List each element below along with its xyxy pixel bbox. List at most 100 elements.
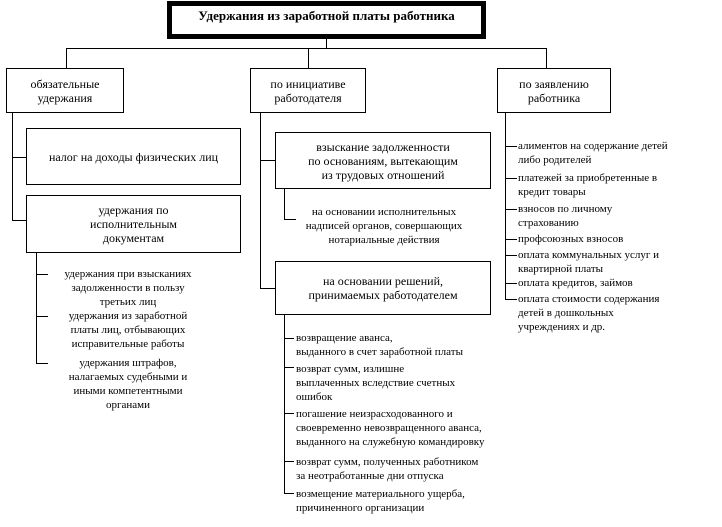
decision-item-1: возвращение аванса, выданного в счет зар… bbox=[296, 331, 463, 359]
employee-item-3-line2: страхованию bbox=[518, 217, 579, 229]
exec-item-2-line1: удержания из заработной bbox=[68, 310, 188, 322]
exec-item-3: удержания штрафов, налагаемых судебными … bbox=[48, 356, 208, 412]
category-employee-line2: работника bbox=[527, 90, 581, 105]
category-employee: по заявлению работника bbox=[497, 68, 611, 113]
exec-item-2-tick bbox=[36, 316, 48, 317]
employee-item-3-tick bbox=[505, 209, 517, 210]
employer-labor-connector bbox=[260, 160, 275, 161]
decision-item-5-tick bbox=[284, 493, 294, 494]
exec-item-3-line3: иными компетентными bbox=[73, 385, 183, 397]
decision-item-1-line1: возвращение аванса, bbox=[296, 332, 393, 344]
exec-docs-spine bbox=[36, 253, 37, 363]
notary-line1: на основании исполнительных bbox=[311, 206, 457, 218]
employee-item-2-line1: платежей за приобретенные в bbox=[518, 172, 658, 184]
decision-item-3-line3: выданного на служебную командировку bbox=[296, 436, 485, 448]
exec-item-2: удержания из заработной платы лиц, отбыв… bbox=[48, 309, 208, 351]
employee-item-2: платежей за приобретенные в кредит товар… bbox=[518, 171, 657, 199]
title-connector bbox=[326, 39, 327, 48]
decision-item-1-tick bbox=[284, 338, 294, 339]
labor-debt-box: взыскание задолженности по основаниям, в… bbox=[275, 132, 491, 189]
category-employee-line1: по заявлению bbox=[519, 76, 589, 91]
employee-item-7: оплата стоимости содержания детей в дошк… bbox=[518, 292, 659, 334]
employer-decisions-connector bbox=[260, 288, 275, 289]
decision-item-2-line3: ошибок bbox=[296, 391, 333, 403]
decision-item-1-line2: выданного в счет заработной платы bbox=[296, 346, 463, 358]
decision-item-5-line2: причиненного организации bbox=[296, 502, 425, 514]
connector-employer bbox=[308, 48, 309, 68]
decision-item-4-tick bbox=[284, 461, 294, 462]
labor-debt-spine bbox=[284, 189, 285, 219]
decision-item-5: возмещение материального ущерба, причине… bbox=[296, 487, 465, 515]
category-employer: по инициативе работодателя bbox=[250, 68, 366, 113]
top-bus-line bbox=[66, 48, 546, 49]
exec-docs-line1: удержания по bbox=[98, 203, 169, 217]
category-employer-line2: работодателя bbox=[274, 90, 342, 105]
exec-item-3-line2: налагаемых судебными и bbox=[68, 371, 188, 383]
notary-line2: надписей органов, совершающих bbox=[305, 220, 463, 232]
employee-item-4: профсоюзных взносов bbox=[518, 232, 623, 246]
employee-item-7-line2: детей в дошкольных bbox=[518, 307, 614, 319]
employee-item-4-line1: профсоюзных взносов bbox=[518, 233, 624, 245]
connector-mandatory bbox=[66, 48, 67, 68]
decision-item-2-tick bbox=[284, 367, 294, 368]
exec-item-3-tick bbox=[36, 363, 48, 364]
employee-item-6-line1: оплата кредитов, займов bbox=[518, 277, 633, 289]
employee-item-3: взносов по личному страхованию bbox=[518, 202, 612, 230]
decision-item-4-line2: за неотработанные дни отпуска bbox=[296, 470, 444, 482]
employee-item-5-line2: квартирной платы bbox=[518, 263, 604, 275]
employee-item-7-line3: учреждениях и др. bbox=[518, 321, 606, 333]
employee-item-5-tick bbox=[505, 255, 517, 256]
employee-item-1-line1: алиментов на содержание детей bbox=[518, 140, 668, 152]
employee-item-2-line2: кредит товары bbox=[518, 186, 586, 198]
exec-item-3-line1: удержания штрафов, bbox=[79, 357, 177, 369]
decision-item-4-line1: возврат сумм, полученных работником bbox=[296, 456, 479, 468]
exec-item-3-line4: органами bbox=[105, 399, 150, 411]
exec-docs-box: удержания по исполнительным документам bbox=[26, 195, 241, 253]
mandatory-tax-connector bbox=[12, 157, 26, 158]
employee-item-6-tick bbox=[505, 283, 517, 284]
employee-item-1-line2: либо родителей bbox=[518, 154, 592, 166]
decisions-line1: на основании решений, bbox=[322, 274, 444, 288]
mandatory-exec-connector bbox=[12, 220, 26, 221]
employee-item-6: оплата кредитов, займов bbox=[518, 276, 633, 290]
employee-item-1-tick bbox=[505, 146, 517, 147]
category-mandatory: обязательные удержания bbox=[6, 68, 124, 113]
exec-docs-line2: исполнительным bbox=[90, 217, 177, 231]
exec-item-1-tick bbox=[36, 274, 48, 275]
tax-box: налог на доходы физических лиц bbox=[26, 128, 241, 185]
employee-spine bbox=[505, 113, 506, 299]
notary-item: на основании исполнительных надписей орг… bbox=[294, 205, 474, 247]
employee-item-2-tick bbox=[505, 178, 517, 179]
employee-item-7-line1: оплата стоимости содержания bbox=[518, 293, 660, 305]
labor-debt-line1: взыскание задолженности bbox=[316, 139, 450, 154]
exec-item-1-line1: удержания при взысканиях bbox=[64, 268, 192, 280]
decision-item-2: возврат сумм, излишне выплаченных вследс… bbox=[296, 362, 455, 404]
exec-item-1: удержания при взысканиях задолженности в… bbox=[48, 267, 208, 309]
employer-spine bbox=[260, 113, 261, 288]
decisions-line2: принимаемых работодателем bbox=[308, 288, 458, 302]
tax-label: налог на доходы физических лиц bbox=[48, 149, 219, 164]
employee-item-5-line1: оплата коммунальных услуг и bbox=[518, 249, 659, 261]
exec-docs-line3: документам bbox=[102, 231, 165, 245]
category-mandatory-line2: удержания bbox=[37, 90, 93, 105]
category-employer-line1: по инициативе bbox=[270, 76, 346, 91]
decision-item-5-line1: возмещение материального ущерба, bbox=[296, 488, 465, 500]
decisions-spine bbox=[284, 315, 285, 493]
employee-item-3-line1: взносов по личному bbox=[518, 203, 613, 215]
labor-debt-line2: по основаниям, вытекающим bbox=[308, 153, 458, 168]
employee-item-7-tick bbox=[505, 299, 517, 300]
mandatory-spine bbox=[12, 113, 13, 220]
employee-item-4-tick bbox=[505, 239, 517, 240]
decision-item-3-tick bbox=[284, 413, 294, 414]
connector-employee bbox=[546, 48, 547, 68]
diagram-title: Удержания из заработной платы работника bbox=[198, 8, 455, 23]
decision-item-3: погашение неизрасходованного и своевреме… bbox=[296, 407, 484, 449]
diagram-title-box: Удержания из заработной платы работника bbox=[167, 1, 486, 39]
exec-item-1-line3: третьих лиц bbox=[99, 296, 157, 308]
notary-line3: нотариальные действия bbox=[328, 234, 440, 246]
employee-item-5: оплата коммунальных услуг и квартирной п… bbox=[518, 248, 659, 276]
exec-item-2-line2: платы лиц, отбывающих bbox=[70, 324, 186, 336]
decision-item-3-line2: своевременно невозвращенного аванса, bbox=[296, 422, 482, 434]
decision-item-2-line1: возврат сумм, излишне bbox=[296, 363, 405, 375]
